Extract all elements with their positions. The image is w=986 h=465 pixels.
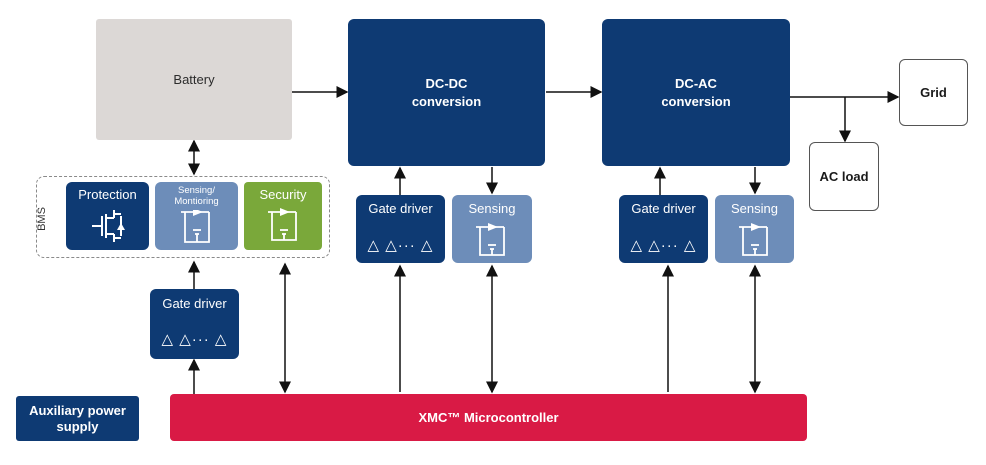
bms-label: BMS (35, 207, 48, 231)
auxiliary-power-label: Auxiliary power supply (29, 402, 126, 434)
ac-load-label: AC load (819, 168, 869, 184)
ac-load-block: AC load (809, 142, 879, 211)
security-sensor-icon (268, 208, 297, 241)
microcontroller-label: XMC™ Microcontroller (418, 409, 559, 425)
auxiliary-power-block: Auxiliary power supply (16, 396, 139, 441)
mosfet-icon (92, 210, 125, 242)
sensing-monitoring-block: Sensing/ Montioring (155, 182, 238, 250)
sensor-icon (476, 223, 505, 256)
sensing-dcac-block: Sensing (715, 195, 794, 263)
sensor-icon (181, 210, 210, 243)
sensing-dcac-label: Sensing (731, 201, 778, 216)
dcac-block: DC-AC conversion (602, 19, 790, 166)
bms-group (36, 176, 330, 258)
sensing-dcdc-block: Sensing (452, 195, 532, 263)
triangles-icon: △ △··· △ (161, 331, 228, 348)
sensing-monitoring-label: Sensing/ Montioring (174, 185, 219, 207)
dcdc-label: DC-DC conversion (411, 75, 482, 109)
dcac-label: DC-AC conversion (661, 75, 731, 109)
microcontroller-block: XMC™ Microcontroller (170, 394, 807, 441)
grid-block: Grid (899, 59, 968, 126)
security-block: Security (244, 182, 322, 250)
gate-driver-dcdc-label: Gate driver (368, 201, 433, 216)
dcdc-block: DC-DC conversion (348, 19, 545, 166)
gate-driver-dcdc-block: Gate driver △ △··· △ (356, 195, 445, 263)
protection-label: Protection (78, 187, 137, 202)
gate-driver-dcac-label: Gate driver (631, 201, 696, 216)
triangles-icon: △ △··· △ (630, 237, 697, 254)
triangles-icon: △ △··· △ (367, 237, 434, 254)
battery-block: Battery (96, 19, 292, 140)
grid-label: Grid (920, 84, 947, 100)
security-label: Security (259, 187, 307, 202)
battery-label: Battery (173, 71, 215, 87)
protection-block: Protection (66, 182, 149, 250)
sensing-dcdc-label: Sensing (468, 201, 516, 216)
sensor-icon (739, 223, 768, 256)
gate-driver-dcac-block: Gate driver △ △··· △ (619, 195, 708, 263)
gate-driver-bms-label: Gate driver (162, 296, 227, 311)
gate-driver-bms-block: Gate driver △ △··· △ (150, 289, 239, 359)
